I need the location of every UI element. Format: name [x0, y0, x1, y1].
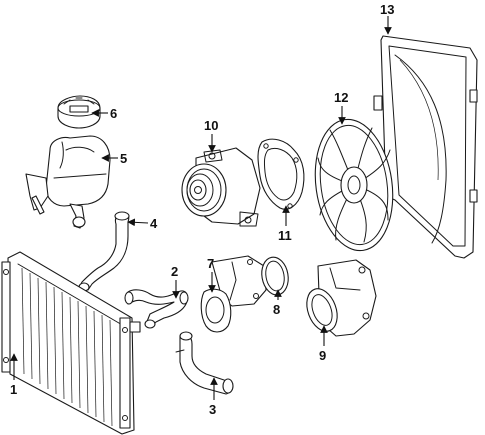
reservoir-cap-part: [57, 95, 101, 129]
callout-numbers: 1 2 3 4 5 6 7 8 9 10 11 12 13: [10, 2, 394, 417]
callout-3: 3: [209, 402, 216, 417]
callout-4: 4: [150, 216, 158, 231]
radiator-part: [1, 251, 141, 435]
coolant-reservoir-part: [25, 135, 111, 229]
coolant-hose-3-part: [175, 331, 234, 395]
thermostat-part: [306, 259, 377, 337]
water-pump-part: [181, 147, 261, 227]
cooling-fan-part: [314, 118, 394, 252]
callout-10: 10: [204, 118, 218, 133]
callout-9: 9: [319, 348, 326, 363]
leader-lines: [10, 16, 392, 400]
coolant-hose-2-part: [124, 289, 189, 329]
water-pump-gasket-part: [257, 138, 305, 210]
callout-6: 6: [110, 106, 117, 121]
callout-2: 2: [171, 264, 178, 279]
callout-12: 12: [334, 90, 348, 105]
callout-5: 5: [120, 151, 127, 166]
callout-8: 8: [273, 302, 280, 317]
callout-11: 11: [278, 228, 292, 243]
callout-7: 7: [207, 256, 214, 271]
thermostat-housing-part: [200, 255, 267, 333]
callout-13: 13: [380, 2, 394, 17]
callout-1: 1: [10, 382, 17, 397]
thermostat-seal-part: [261, 256, 289, 296]
fan-shroud-part: [373, 35, 478, 259]
upper-radiator-hose-part: [78, 211, 130, 292]
